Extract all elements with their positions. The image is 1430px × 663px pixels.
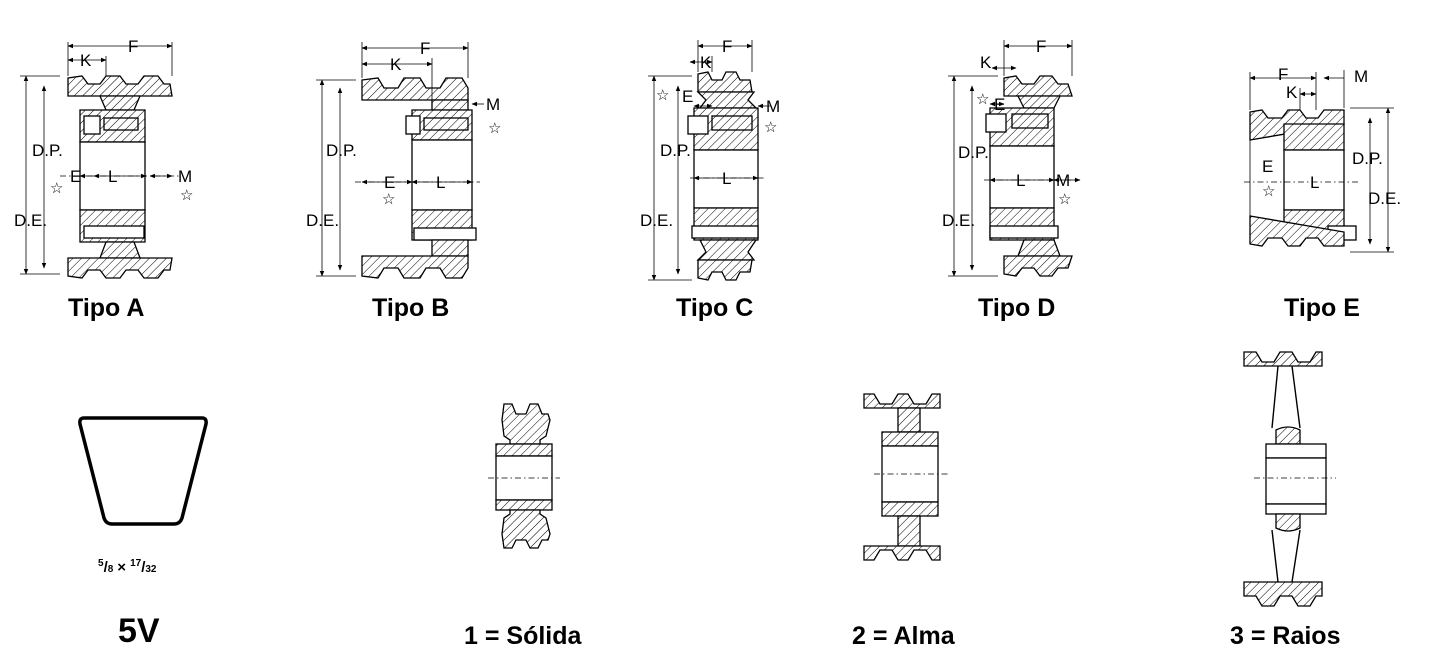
- dim-k-label: K: [80, 51, 92, 70]
- dim-l-label: L: [436, 173, 445, 192]
- pulley-type-b: F K M ☆ D.P. D.E. E ☆ L Tipo B: [306, 39, 501, 322]
- pulley-type-c: F K E ☆ M ☆ D.P. D.E. L Tipo C: [640, 37, 780, 322]
- dim-m-label: M: [486, 95, 500, 114]
- dim-m-label: M: [1056, 171, 1070, 190]
- star-icon: ☆: [976, 90, 989, 108]
- fraction-numerator: 5: [98, 558, 104, 569]
- construction-web: 2 = Alma: [852, 393, 956, 650]
- star-icon: ☆: [1058, 190, 1071, 208]
- dim-de-label: D.E.: [640, 211, 673, 230]
- dim-e-label: E: [384, 173, 395, 192]
- belt-section-5v: 5/8×17/32 5V: [78, 416, 208, 650]
- star-icon: ☆: [764, 118, 777, 136]
- dim-k-label: K: [1286, 83, 1298, 102]
- dim-f-label: F: [722, 37, 732, 56]
- dim-l-label: L: [1016, 171, 1025, 190]
- fraction-denominator: 8: [108, 564, 114, 575]
- belt-size-label: 5/8×17/32: [98, 558, 157, 576]
- dim-k-label: K: [390, 55, 402, 74]
- dim-e-label: E: [994, 95, 1005, 114]
- star-icon: ☆: [382, 190, 395, 208]
- dim-e-label: E: [682, 87, 693, 106]
- fraction-numerator: 17: [130, 558, 142, 569]
- pulley-type-a: F K D.P. D.E. E L M ☆ ☆ Tipo A: [14, 37, 193, 322]
- dim-f-label: F: [128, 37, 138, 56]
- dim-dp-label: D.P.: [958, 143, 989, 162]
- star-icon: ☆: [488, 119, 501, 137]
- dim-k-label: K: [980, 53, 992, 72]
- dim-de-label: D.E.: [14, 211, 47, 230]
- dim-dp-label: D.P.: [660, 141, 691, 160]
- dim-dp-label: D.P.: [326, 141, 357, 160]
- type-c-caption: Tipo C: [676, 294, 753, 322]
- dim-k-label: K: [700, 53, 712, 72]
- dim-l-label: L: [722, 169, 731, 188]
- dim-de-label: D.E.: [306, 211, 339, 230]
- dim-l-label: L: [108, 167, 117, 186]
- star-icon: ☆: [656, 86, 669, 104]
- dim-m-label: M: [766, 97, 780, 116]
- dim-f-label: F: [420, 39, 430, 58]
- dim-m-label: M: [178, 167, 192, 186]
- star-icon: ☆: [50, 179, 63, 197]
- fraction-denominator: 32: [145, 564, 157, 575]
- pulley-type-d: F K ☆ E D.P. D.E. L M ☆ Tipo D: [942, 37, 1081, 322]
- dim-e-label: E: [70, 167, 81, 186]
- dim-m-label: M: [1354, 67, 1368, 86]
- type-a-caption: Tipo A: [68, 294, 144, 322]
- dim-e-label: E: [1262, 157, 1273, 176]
- web-caption: 2 = Alma: [852, 622, 956, 650]
- construction-spokes: 3 = Raios: [1230, 351, 1340, 650]
- dim-f-label: F: [1278, 65, 1288, 84]
- dim-dp-label: D.P.: [1352, 149, 1383, 168]
- type-b-caption: Tipo B: [372, 294, 449, 322]
- dim-f-label: F: [1036, 37, 1046, 56]
- construction-solid: 1 = Sólida: [464, 403, 583, 650]
- belt-section-caption: 5V: [118, 612, 160, 650]
- type-e-caption: Tipo E: [1284, 294, 1360, 322]
- dim-de-label: D.E.: [942, 211, 975, 230]
- pulley-type-e: F K M E ☆ L D.P. D.E. Tipo E: [1244, 65, 1401, 322]
- type-d-caption: Tipo D: [978, 294, 1055, 322]
- dim-l-label: L: [1310, 173, 1319, 192]
- dim-de-label: D.E.: [1368, 189, 1401, 208]
- spokes-caption: 3 = Raios: [1230, 622, 1340, 650]
- dim-dp-label: D.P.: [32, 141, 63, 160]
- star-icon: ☆: [1262, 182, 1275, 200]
- solid-caption: 1 = Sólida: [464, 622, 583, 650]
- times-sign: ×: [117, 559, 126, 576]
- star-icon: ☆: [180, 186, 193, 204]
